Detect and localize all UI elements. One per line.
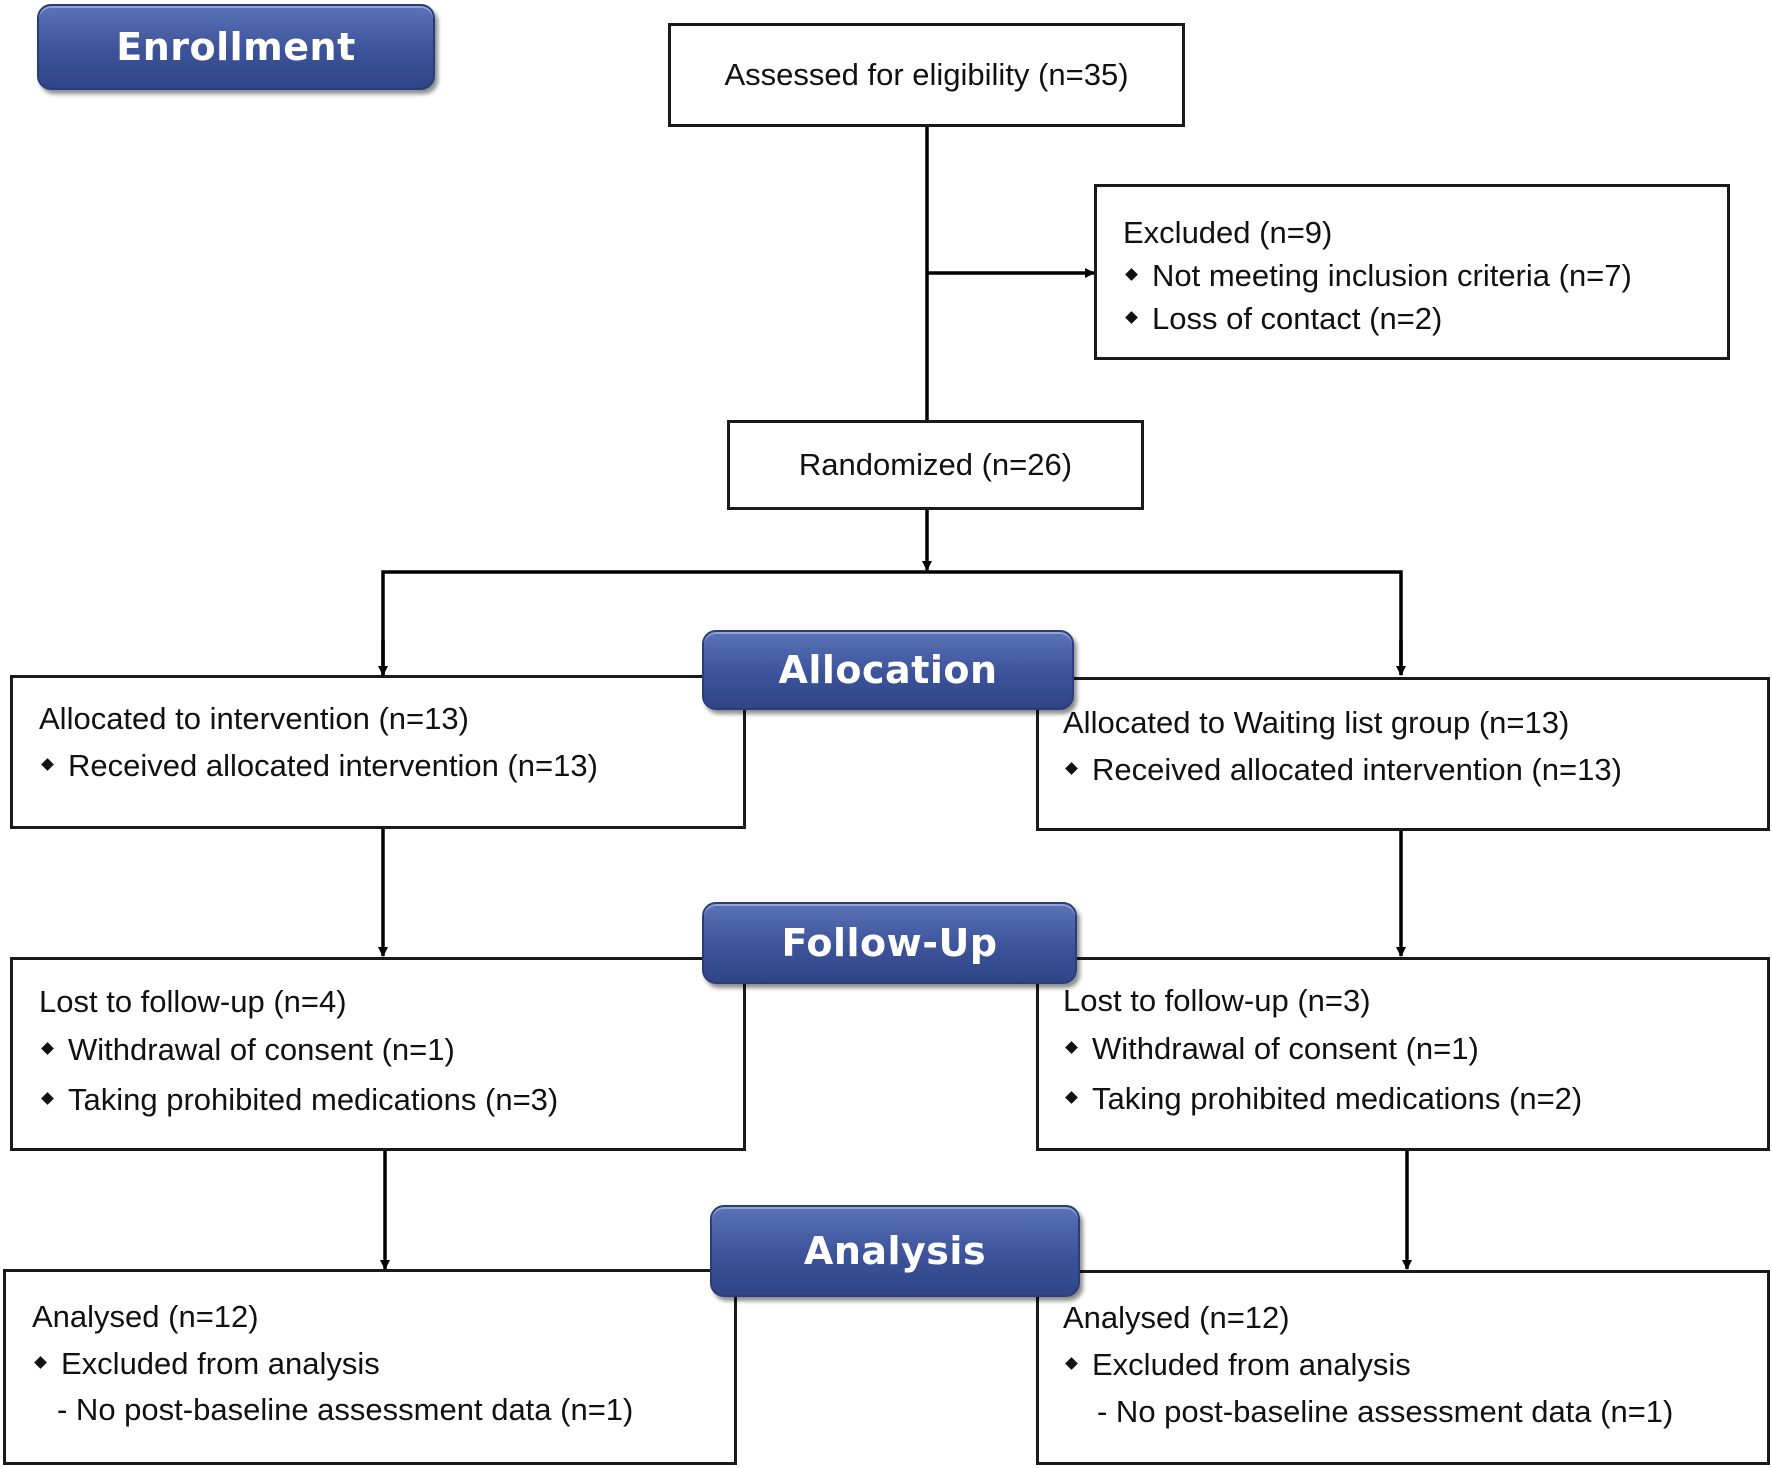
intervention-allocation-box: Allocated to intervention (n=13) Receive…	[10, 675, 746, 829]
assessed-box: Assessed for eligibility (n=35)	[668, 23, 1185, 127]
stage-label-analysis: Analysis	[710, 1205, 1080, 1297]
excluded-item-label: Loss of contact (n=2)	[1152, 301, 1443, 336]
intervention-allocation-item-label: Received allocated intervention (n=13)	[68, 748, 598, 783]
bullet-icon	[1065, 1041, 1078, 1055]
stage-label-enrollment: Enrollment	[37, 4, 435, 90]
intervention-analysis-title: Analysed (n=12)	[32, 1299, 259, 1334]
stage-label-follow-up: Follow-Up	[702, 902, 1077, 984]
intervention-followup-box: Lost to follow-up (n=4) Withdrawal of co…	[10, 957, 746, 1151]
waiting-analysis-box: Analysed (n=12) Excluded from analysis -…	[1036, 1270, 1770, 1465]
bullet-icon	[41, 1092, 54, 1106]
waiting-analysis-item: Excluded from analysis	[1065, 1347, 1411, 1383]
excluded-box: Excluded (n=9) Not meeting inclusion cri…	[1094, 184, 1730, 360]
waiting-allocation-box: Allocated to Waiting list group (n=13) R…	[1036, 677, 1770, 831]
intervention-followup-item: Taking prohibited medications (n=3)	[41, 1082, 559, 1118]
waiting-allocation-title: Allocated to Waiting list group (n=13)	[1063, 705, 1570, 740]
intervention-analysis-subitem: - No post-baseline assessment data (n=1)	[57, 1392, 634, 1427]
randomized-text: Randomized (n=26)	[798, 447, 1073, 482]
bullet-icon	[41, 1042, 54, 1056]
bullet-icon	[1125, 268, 1138, 282]
excluded-item: Not meeting inclusion criteria (n=7)	[1125, 258, 1632, 294]
waiting-allocation-item: Received allocated intervention (n=13)	[1065, 752, 1622, 788]
bullet-icon	[34, 1356, 47, 1370]
waiting-followup-box: Lost to follow-up (n=3) Withdrawal of co…	[1036, 957, 1770, 1151]
excluded-title: Excluded (n=9)	[1123, 215, 1333, 250]
intervention-followup-item-label: Withdrawal of consent (n=1)	[68, 1032, 455, 1067]
intervention-analysis-box: Analysed (n=12) Excluded from analysis -…	[3, 1269, 737, 1465]
bullet-icon	[1065, 1091, 1078, 1105]
waiting-followup-title: Lost to follow-up (n=3)	[1063, 983, 1371, 1018]
intervention-followup-title: Lost to follow-up (n=4)	[39, 984, 347, 1019]
split-line	[381, 570, 1403, 675]
waiting-analysis-subitem: - No post-baseline assessment data (n=1)	[1097, 1394, 1674, 1429]
intervention-followup-item-label: Taking prohibited medications (n=3)	[68, 1082, 559, 1117]
intervention-analysis-item: Excluded from analysis	[34, 1346, 380, 1382]
intervention-allocation-title: Allocated to intervention (n=13)	[39, 701, 469, 736]
excluded-item-label: Not meeting inclusion criteria (n=7)	[1152, 258, 1632, 293]
waiting-followup-item-label: Taking prohibited medications (n=2)	[1092, 1081, 1583, 1116]
waiting-analysis-item-label: Excluded from analysis	[1092, 1347, 1411, 1382]
bullet-icon	[41, 758, 54, 772]
intervention-allocation-item: Received allocated intervention (n=13)	[41, 748, 598, 784]
stage-label-allocation: Allocation	[702, 630, 1074, 710]
waiting-followup-item-label: Withdrawal of consent (n=1)	[1092, 1031, 1479, 1066]
randomized-box: Randomized (n=26)	[727, 420, 1144, 510]
intervention-analysis-item-label: Excluded from analysis	[61, 1346, 380, 1381]
bullet-icon	[1065, 1357, 1078, 1371]
intervention-followup-item: Withdrawal of consent (n=1)	[41, 1032, 455, 1068]
excluded-item: Loss of contact (n=2)	[1125, 301, 1443, 337]
waiting-allocation-item-label: Received allocated intervention (n=13)	[1092, 752, 1622, 787]
waiting-followup-item: Taking prohibited medications (n=2)	[1065, 1081, 1583, 1117]
waiting-analysis-title: Analysed (n=12)	[1063, 1300, 1290, 1335]
bullet-icon	[1125, 311, 1138, 325]
bullet-icon	[1065, 762, 1078, 776]
waiting-followup-item: Withdrawal of consent (n=1)	[1065, 1031, 1479, 1067]
assessed-text: Assessed for eligibility (n=35)	[724, 57, 1129, 92]
